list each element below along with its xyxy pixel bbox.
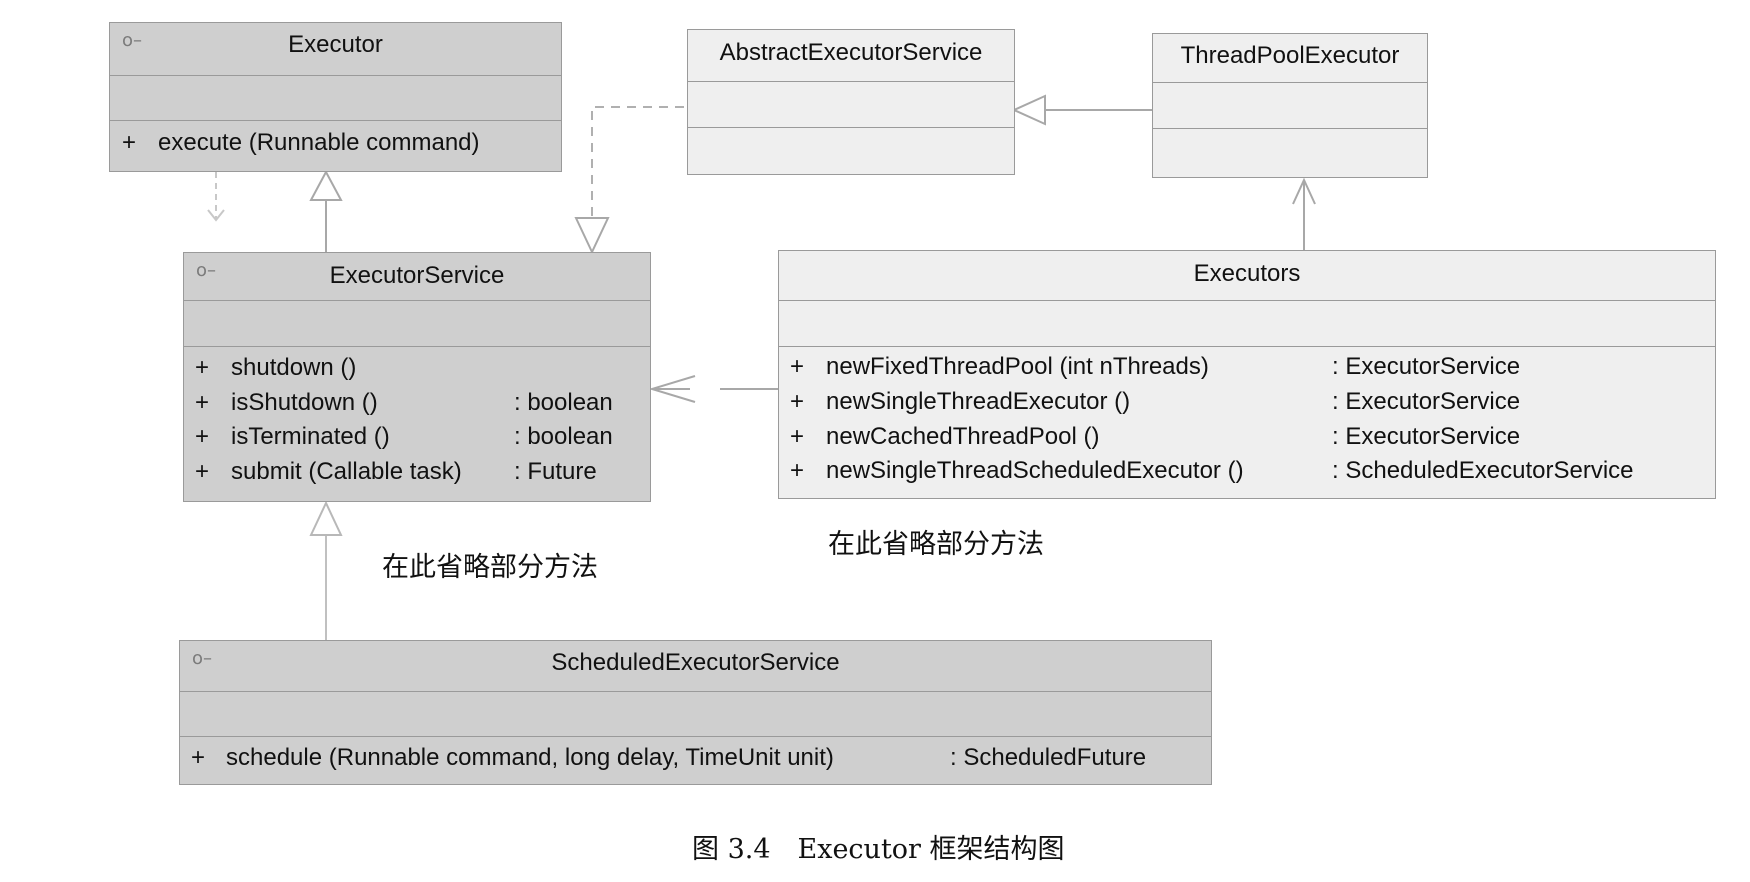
executorservice-extends-executor: [309, 169, 343, 252]
operation-return-type: : boolean: [514, 423, 613, 450]
visibility-public: +: [122, 129, 137, 156]
operation-return-type: : Future: [514, 458, 597, 485]
operation-signature: newSingleThreadScheduledExecutor (): [826, 457, 1244, 484]
attribute-divider: [180, 691, 1211, 692]
interface-lollipop-icon: o–: [196, 260, 217, 281]
interface-lollipop-icon: o–: [192, 648, 213, 669]
scheduledexecutorservice-extends-executorservice: [309, 500, 343, 640]
operation-divider: [180, 736, 1211, 737]
operation-return-type: : ScheduledExecutorService: [1332, 457, 1634, 484]
visibility-public: +: [191, 744, 206, 771]
operation-divider: [110, 120, 561, 121]
operation-divider: [184, 346, 650, 347]
executor-service-title: ExecutorService: [329, 262, 505, 289]
thread-pool-executor-class: ThreadPoolExecutor: [1152, 33, 1428, 178]
figure-caption: 图 3.4 Executor 框架结构图: [692, 834, 1065, 865]
executor-interface: o– Executor + execute (Runnable command): [109, 22, 562, 172]
operation-signature: isShutdown (): [231, 389, 378, 416]
visibility-public: +: [195, 458, 210, 485]
operation-signature: schedule (Runnable command, long delay, …: [226, 744, 834, 771]
operation-signature: newFixedThreadPool (int nThreads): [826, 353, 1209, 380]
visibility-public: +: [790, 457, 805, 484]
executors-uses-executorservice: [648, 375, 778, 403]
visibility-public: +: [790, 353, 805, 380]
executor-service-omitted-note: 在此省略部分方法: [382, 552, 598, 583]
operation-return-type: : ExecutorService: [1332, 388, 1521, 415]
thread-pool-executor-title: ThreadPoolExecutor: [1180, 42, 1400, 69]
scheduled-executor-service-title: ScheduledExecutorService: [551, 649, 840, 676]
abstract-executor-service-class: AbstractExecutorService: [687, 29, 1015, 175]
operation-signature: execute (Runnable command): [158, 129, 480, 156]
abstractexecutorservice-implements-executorservice: [574, 106, 684, 255]
attribute-divider: [1153, 82, 1427, 83]
executors-title: Executors: [1193, 260, 1301, 287]
operation-signature: submit (Callable task): [231, 458, 462, 485]
interface-lollipop-icon: o–: [122, 30, 143, 51]
visibility-public: +: [790, 388, 805, 415]
operation-signature: isTerminated (): [231, 423, 390, 450]
operation-signature: shutdown (): [231, 354, 357, 381]
executor-service-interface: o– ExecutorService + shutdown () + isShu…: [183, 252, 651, 502]
attribute-divider: [688, 81, 1014, 82]
operation-signature: newSingleThreadExecutor (): [826, 388, 1131, 415]
scheduled-executor-service-interface: o– ScheduledExecutorService + schedule (…: [179, 640, 1212, 785]
operation-return-type: : boolean: [514, 389, 613, 416]
executors-class: Executors + newFixedThreadPool (int nThr…: [778, 250, 1716, 499]
abstract-executor-service-title: AbstractExecutorService: [719, 39, 983, 66]
operation-divider: [779, 346, 1715, 347]
operation-divider: [1153, 128, 1427, 129]
visibility-public: +: [195, 354, 210, 381]
operation-divider: [688, 127, 1014, 128]
threadpoolexecutor-extends-abstractexecutorservice: [1011, 94, 1152, 126]
attribute-divider: [184, 300, 650, 301]
executors-uses-threadpoolexecutor: [1292, 177, 1316, 250]
attribute-divider: [110, 75, 561, 76]
visibility-public: +: [790, 423, 805, 450]
operation-return-type: : ScheduledFuture: [950, 744, 1147, 771]
executors-omitted-note: 在此省略部分方法: [828, 529, 1044, 560]
executor-dependency-stub: [207, 172, 225, 222]
executor-title: Executor: [288, 31, 383, 58]
visibility-public: +: [195, 389, 210, 416]
operation-return-type: : ExecutorService: [1332, 423, 1521, 450]
attribute-divider: [779, 300, 1715, 301]
operation-return-type: : ExecutorService: [1332, 353, 1521, 380]
operation-signature: newCachedThreadPool (): [826, 423, 1100, 450]
visibility-public: +: [195, 423, 210, 450]
